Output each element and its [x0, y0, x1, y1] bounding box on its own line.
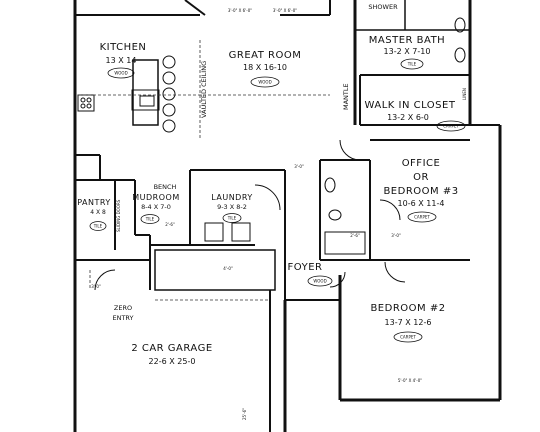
bedroom2-name: BEDROOM #2 [370, 303, 445, 314]
bench-label: BENCH [154, 183, 177, 191]
closet-dims: 13-2 X 6-0 [387, 113, 429, 122]
svg-text:CARPET: CARPET [400, 335, 416, 340]
office-name-line3: BEDROOM #3 [383, 186, 458, 197]
vaulted-ceiling-label: VAULTED CEILING [200, 61, 208, 118]
closet-name: WALK IN CLOSET [365, 100, 456, 111]
svg-text:TILE: TILE [407, 62, 417, 67]
laundry-dims: 9-3 X 8-2 [217, 203, 247, 211]
office-name-line1: OFFICE [402, 158, 441, 169]
bedroom2-dims: 13-7 X 12-6 [385, 318, 432, 327]
great-room-dims: 18 X 16-10 [243, 63, 287, 72]
garage-depth-label: 25'-6" [242, 408, 247, 420]
door-dim-8: 5'-0" X 4'-0" [398, 378, 422, 383]
wall-lines [73, 0, 502, 432]
great-room-name: GREAT ROOM [229, 50, 302, 61]
svg-text:CARPET: CARPET [414, 215, 430, 220]
mantle-label: MANTLE [342, 83, 350, 110]
dashed-lines [78, 40, 330, 301]
mudroom-name: MUDROOM [132, 193, 179, 202]
laundry-name: LAUNDRY [211, 193, 253, 202]
foyer-floor-badge: WOOD [307, 275, 333, 287]
svg-text:TILE: TILE [227, 216, 237, 221]
room-labels: KITCHEN 13 X 14 WOOD GREAT ROOM 18 X 16-… [77, 3, 466, 366]
door-dim-3: 3'-0" [294, 164, 304, 169]
door-dim-9: 4'-0" [223, 266, 233, 271]
svg-text:CARPET: CARPET [443, 124, 459, 129]
pantry-dims: 4 X 8 [90, 209, 106, 216]
svg-text:TILE: TILE [93, 224, 103, 229]
door-dim-6: 3'-0" [391, 233, 401, 238]
laundry-floor-badge: TILE [222, 213, 242, 223]
zero-entry-line1: ZERO [114, 304, 132, 312]
sliding-doors-label: SLIDING DOORS [116, 199, 121, 232]
door-dims: 3'-0" X 6'-0" 3'-0" X 6'-0" 3'-0" 3'-0" … [91, 8, 422, 383]
pantry-floor-badge: TILE [89, 221, 107, 231]
door-dim-4: 3'-0" [91, 284, 101, 289]
door-dim-1: 3'-0" X 6'-0" [228, 8, 252, 13]
kitchen-floor-badge: WOOD [107, 67, 135, 79]
closet-floor-badge: CARPET [436, 120, 466, 132]
mudroom-floor-badge: TILE [140, 214, 160, 224]
svg-text:WOOD: WOOD [258, 80, 271, 85]
great-room-floor-badge: WOOD [250, 76, 280, 88]
office-dims: 10-6 X 11-4 [398, 199, 445, 208]
svg-text:TILE: TILE [145, 217, 155, 222]
pantry-name: PANTRY [77, 198, 111, 207]
foyer-name: FOYER [288, 262, 323, 273]
door-dim-5: 2'-6" [165, 222, 175, 227]
bedroom2-floor-badge: CARPET [393, 331, 423, 343]
master-bath-dims: 13-2 X 7-10 [384, 47, 431, 56]
master-bath-floor-badge: TILE [400, 58, 424, 70]
door-dim-2: 3'-0" X 6'-0" [273, 8, 297, 13]
linen-label: LINEN [462, 88, 467, 100]
door-dim-7: 2'-6" [350, 233, 360, 238]
fixtures [77, 17, 466, 291]
mudroom-dims: 8-4 X 7-0 [141, 203, 171, 211]
svg-text:WOOD: WOOD [114, 71, 127, 76]
kitchen-name: KITCHEN [100, 42, 147, 53]
kitchen-dims: 13 X 14 [106, 56, 137, 65]
shower-label: SHOWER [368, 3, 398, 11]
rotated-annotations: VAULTED CEILING MANTLE LINEN SLIDING DOO… [116, 61, 467, 420]
zero-entry-line2: ENTRY [112, 314, 133, 322]
office-floor-badge: CARPET [407, 211, 437, 223]
svg-text:WOOD: WOOD [313, 279, 326, 284]
garage-dims: 22-6 X 25-0 [149, 357, 196, 366]
garage-name: 2 CAR GARAGE [131, 343, 212, 354]
master-bath-name: MASTER BATH [369, 35, 445, 46]
office-name-line2: OR [413, 172, 429, 183]
